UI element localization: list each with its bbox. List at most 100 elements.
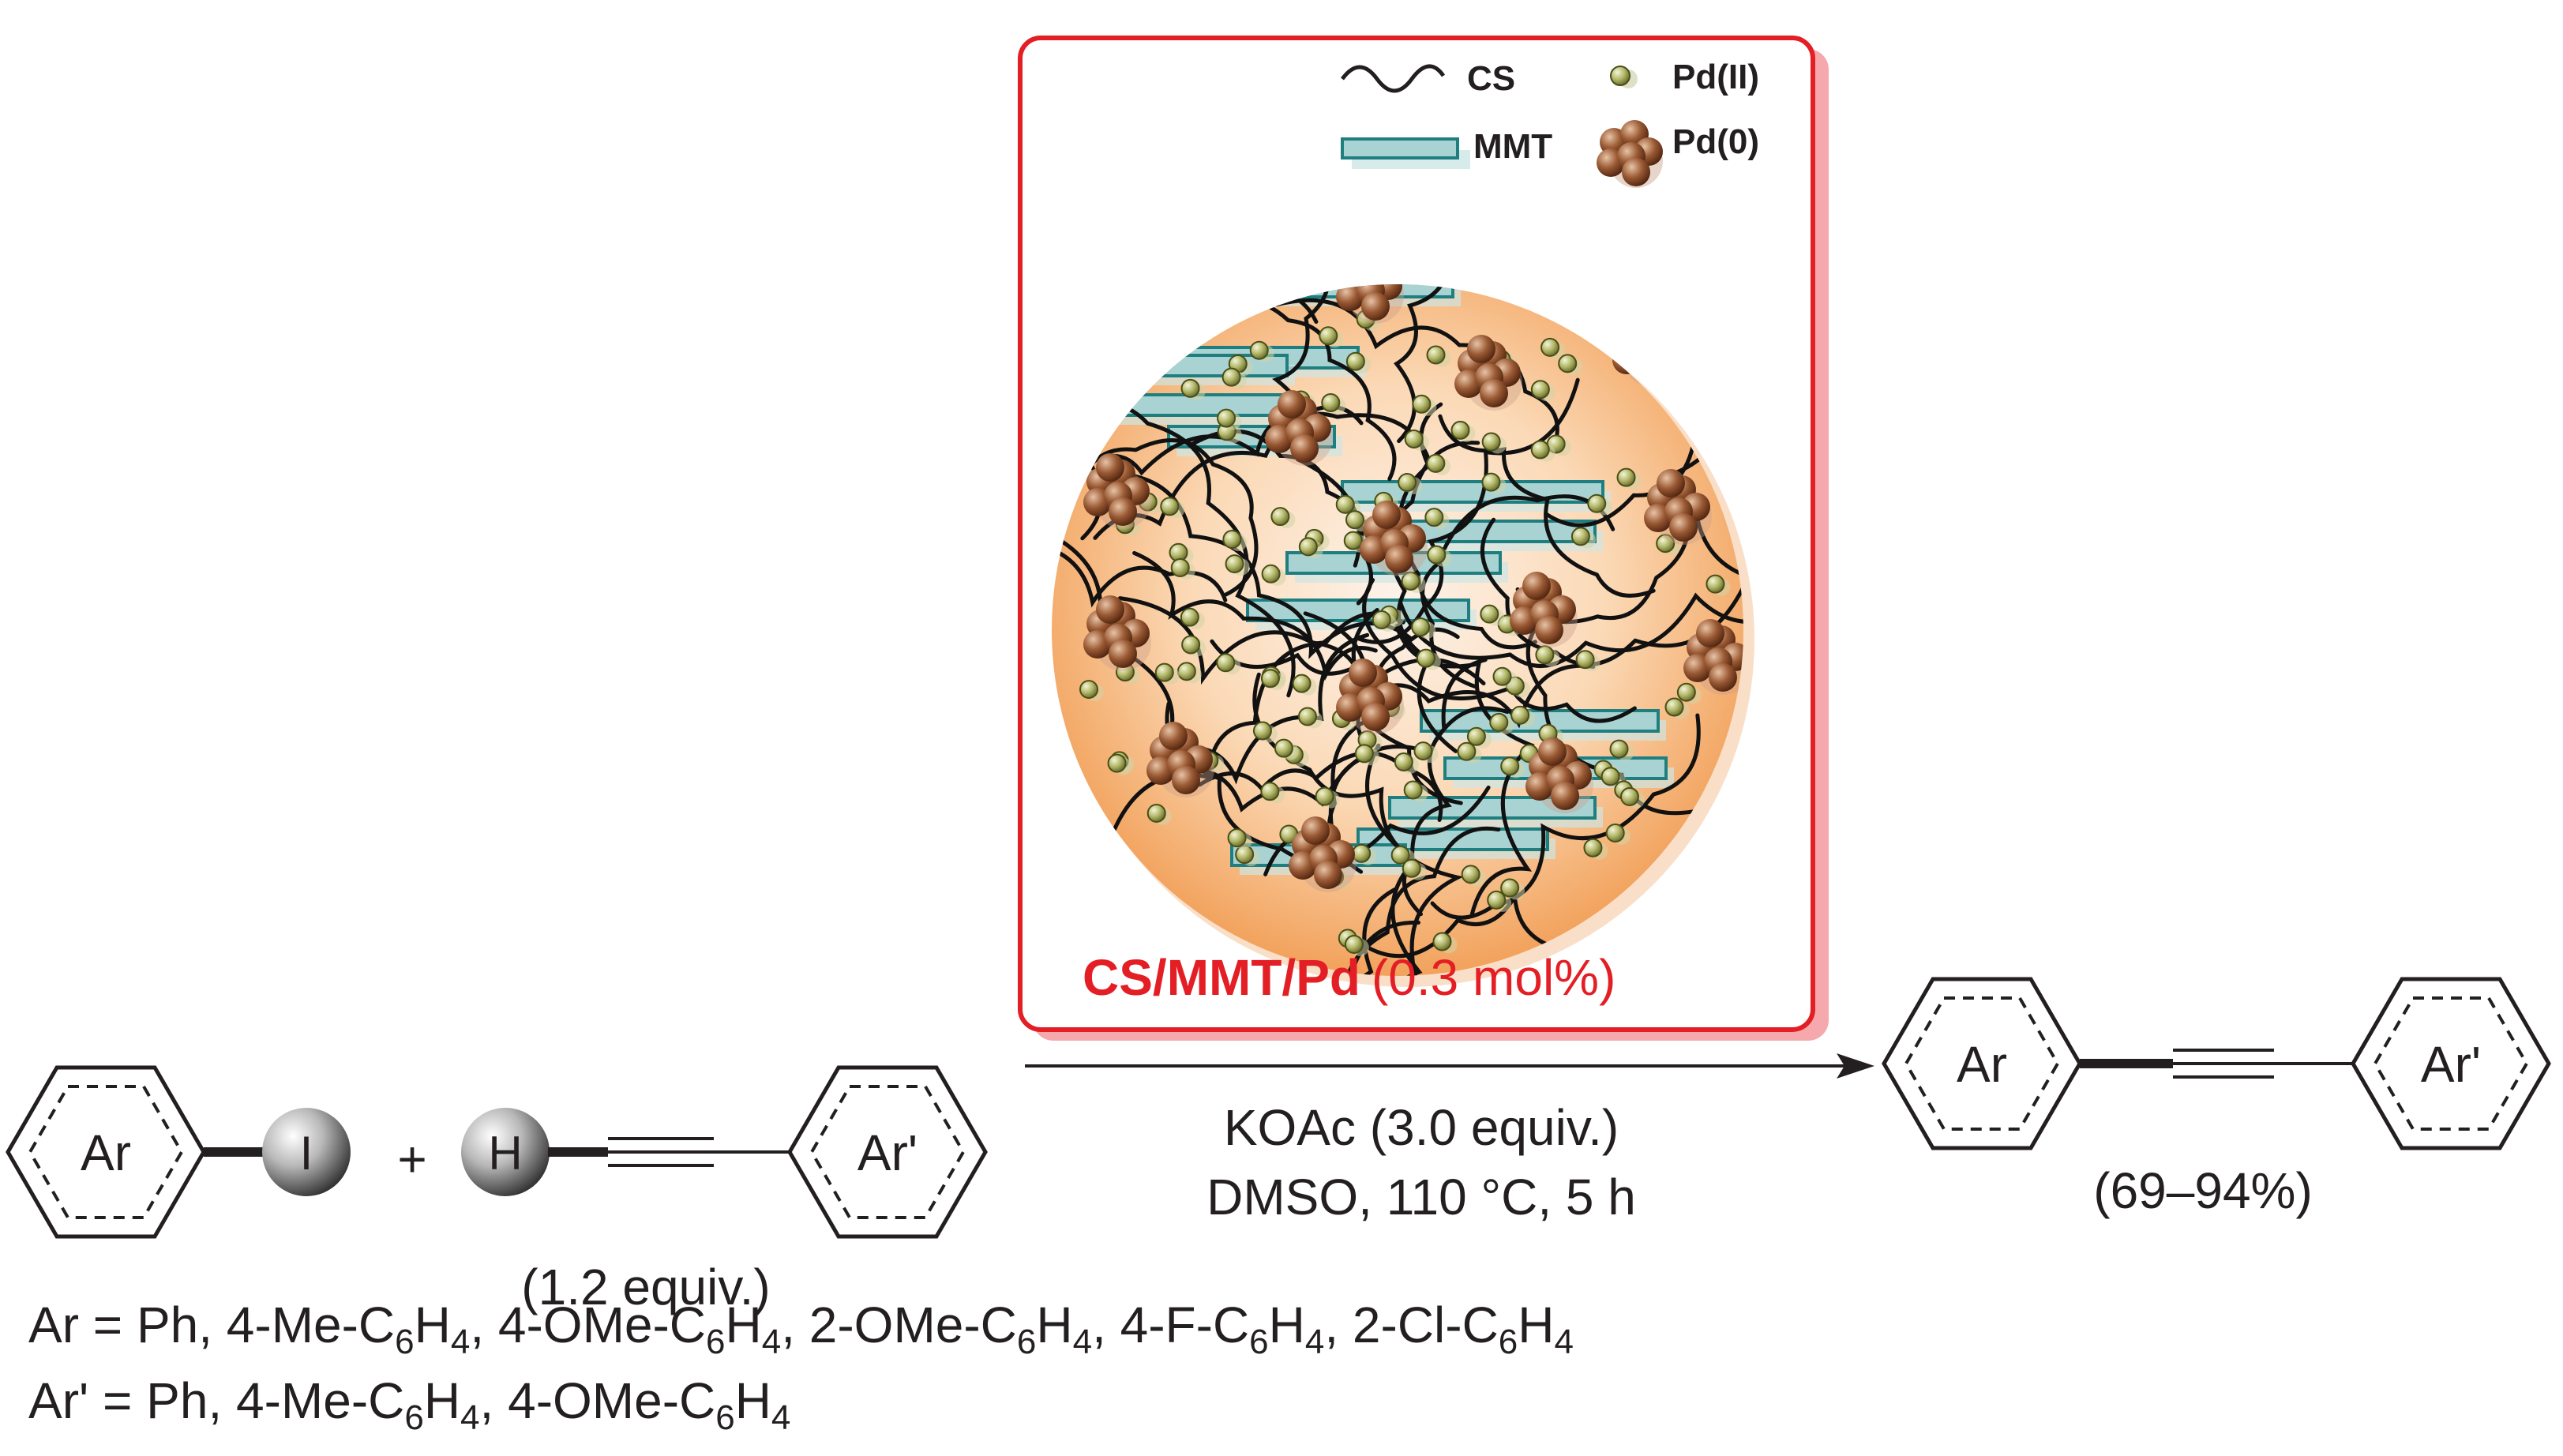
pd2-particle — [1605, 823, 1625, 842]
pd2-particle — [1154, 662, 1174, 682]
legend-pd2: Pd(II) — [1672, 58, 1759, 96]
cs-chain — [1362, 578, 1637, 723]
pd2-particle — [1344, 935, 1364, 955]
alkyne-equiv: (1.2 equiv.) — [521, 1259, 770, 1315]
hydrogen-label: H — [488, 1127, 522, 1180]
pd2-particle — [1252, 721, 1272, 741]
pd2-particle — [1402, 858, 1421, 878]
pd0-cluster — [1510, 572, 1578, 647]
scope-arp: Ar' = Ph, 4-Me-C6H4, 4-OMe-C6H4 — [28, 1372, 790, 1437]
scope-text: H — [415, 1297, 451, 1353]
pd2-particle — [1535, 645, 1555, 665]
pd2-particle — [1432, 932, 1452, 951]
scope-ar-prefix: Ar = Ph, 4-Me-C — [28, 1297, 395, 1353]
pd0-atom — [1535, 616, 1563, 644]
subscript: 6 — [395, 1323, 414, 1361]
cs-chain — [1092, 471, 1413, 659]
pd2-particle — [1500, 878, 1520, 898]
pd2-particle — [1413, 741, 1433, 761]
cs-chain — [1430, 713, 1701, 920]
pd2-particle — [1315, 786, 1334, 806]
pd0-atom — [1669, 513, 1698, 542]
pd2-particle — [1426, 453, 1446, 473]
subscript: 4 — [451, 1323, 470, 1361]
pd2-icon — [1610, 66, 1630, 86]
cs-chain — [1093, 411, 1434, 540]
hydrogen-ball-icon — [461, 1108, 550, 1196]
scope-text: H — [1269, 1297, 1305, 1353]
subscript: 4 — [771, 1398, 790, 1437]
pd2-particle — [1540, 337, 1560, 357]
subscript: 6 — [1249, 1323, 1268, 1361]
product-aryl2-ring — [2351, 977, 2551, 1150]
pd2-particle — [1481, 432, 1501, 452]
pd2-particle — [1394, 752, 1413, 772]
pd0-atom — [1538, 737, 1567, 766]
pd2-particle — [1260, 669, 1280, 689]
pd2-particle — [1609, 739, 1629, 759]
pd0-atom — [1109, 497, 1137, 526]
legend-mmt: MMT — [1473, 127, 1552, 166]
pd0-atom — [1278, 390, 1306, 418]
pd2-particle — [1222, 530, 1242, 550]
scope-text: , 4-F-C — [1092, 1297, 1249, 1353]
reaction-arrow — [1025, 1053, 1874, 1079]
pd2-particle — [1481, 472, 1501, 492]
pd2-particle — [1345, 351, 1365, 371]
pd2-particle — [1619, 787, 1639, 807]
pd2-particle — [1530, 440, 1550, 460]
legend-cs: CS — [1467, 59, 1515, 98]
pd0-atom — [1657, 469, 1685, 497]
subscript: 6 — [404, 1398, 423, 1437]
scope-text: H — [735, 1372, 771, 1429]
scope-arp-prefix: Ar' = Ph, 4-Me-C — [28, 1372, 404, 1429]
aryl-ring-inner — [28, 1085, 184, 1219]
product-yield: (69–94%) — [2093, 1162, 2313, 1219]
pd2-particle — [1260, 782, 1280, 801]
pd0-cluster — [1336, 284, 1404, 324]
pd2-particle — [1487, 890, 1507, 910]
pd2-particle — [1404, 430, 1424, 449]
pd0-cluster — [1454, 335, 1522, 411]
cs-chain — [1480, 517, 1743, 667]
pd2-particle — [1489, 712, 1509, 732]
pd0-atom — [1096, 453, 1124, 482]
pd2-particle — [1170, 557, 1190, 577]
pd2-particle — [1416, 648, 1435, 668]
pd2-particle — [1180, 378, 1200, 398]
pd2-particle — [1319, 326, 1338, 346]
pd2-particle — [1600, 767, 1620, 786]
pd2-particle — [1412, 394, 1432, 414]
pd0-cluster — [1083, 453, 1151, 529]
aryl-iodide: Ar I — [6, 1065, 351, 1239]
pd0-cluster — [1336, 659, 1404, 734]
cs-chain — [1132, 550, 1378, 681]
pd2-particle — [1461, 865, 1480, 884]
pd2-particle — [1216, 653, 1236, 673]
pd2-particle — [1292, 674, 1312, 693]
scope-text: , 4-OMe-C — [480, 1372, 716, 1429]
pd2-particle — [1426, 345, 1446, 365]
pd0-atom — [1372, 501, 1401, 529]
scope-text: , 2-OMe-C — [781, 1297, 1017, 1353]
pd2-particle — [1345, 510, 1364, 530]
pd2-particle — [1450, 420, 1470, 440]
pd0-cluster — [1265, 390, 1333, 466]
catalyst-sphere — [1052, 284, 1754, 987]
pd2-particle — [1335, 494, 1355, 514]
pd0-cluster — [1360, 501, 1428, 576]
catalyst-label: CS/MMT/Pd(0.3 mol%) — [1083, 949, 1615, 1006]
scope-text: , 4-OMe-C — [470, 1297, 706, 1353]
pd2-particle — [1427, 545, 1447, 565]
subscript: 4 — [1305, 1323, 1324, 1361]
pd2-particle — [1249, 340, 1269, 360]
pd0-atom — [1696, 619, 1724, 647]
pd2-particle — [1664, 697, 1684, 717]
pd2-particle — [1274, 738, 1293, 758]
pd2-particle — [1343, 531, 1363, 550]
pd2-particle — [1160, 497, 1180, 516]
pd0-cluster — [1525, 737, 1593, 813]
pd0-atom — [1709, 663, 1737, 692]
pd2-particle — [1297, 707, 1317, 726]
aryl2-ring — [787, 1065, 988, 1239]
